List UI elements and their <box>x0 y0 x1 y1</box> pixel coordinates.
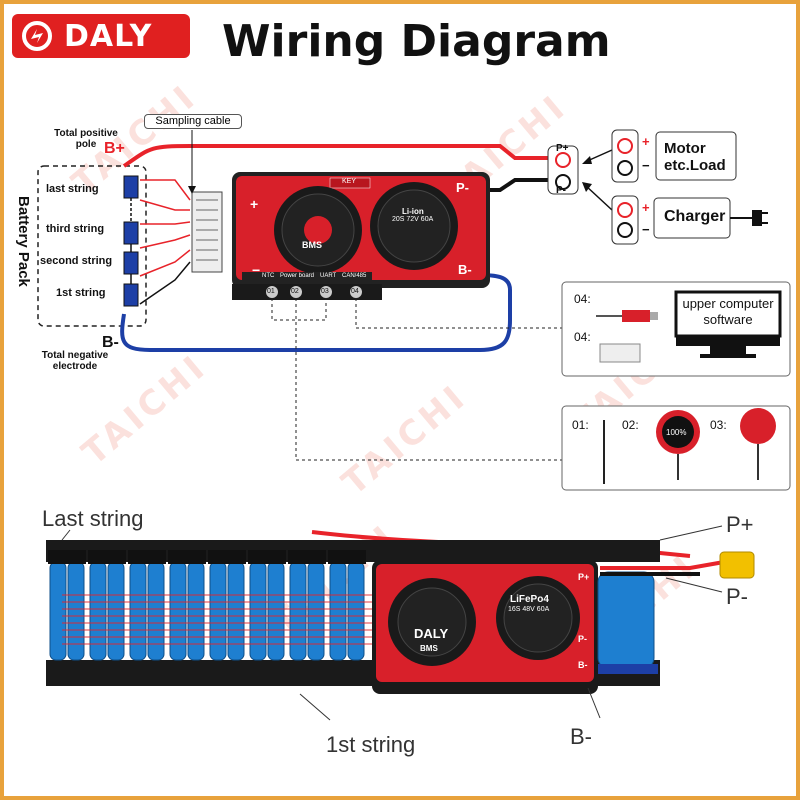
bms-p-minus-label: P- <box>456 180 469 195</box>
battery-cell <box>89 561 107 661</box>
charger-minus-label: − <box>642 222 650 237</box>
upper-computer-label: upper computer software <box>682 296 774 327</box>
cell-holder <box>48 550 86 564</box>
total-positive-label: Total positive pole <box>54 128 118 150</box>
cell-holder <box>168 550 206 564</box>
battery-pack-label: Battery Pack <box>15 196 32 287</box>
motor-plus-label: + <box>642 134 650 149</box>
b-plus-label: B+ <box>104 140 125 157</box>
port-number: 04 <box>351 288 359 295</box>
port-number: 02 <box>291 288 299 295</box>
bottom-bms-p-plus: P+ <box>578 572 590 582</box>
page-title: Wiring Diagram <box>222 16 611 67</box>
cell-holder <box>288 550 326 564</box>
bms-key-label: KEY <box>342 178 357 185</box>
battery-cell <box>129 561 147 661</box>
b-minus-label: B- <box>102 334 119 351</box>
daly-logo: DALY <box>12 14 190 58</box>
battery-cell <box>227 561 245 661</box>
display-readout: 100% <box>666 428 687 437</box>
battery-cell <box>49 561 67 661</box>
battery-cell <box>267 561 285 661</box>
sampling-wires <box>139 179 191 305</box>
first-string-label: 1st string <box>326 732 416 757</box>
bms-plus-label: + <box>250 196 259 212</box>
total-negative-label: Total negative electrode <box>41 350 109 372</box>
battery-cell <box>249 561 267 661</box>
battery-cells <box>123 175 139 307</box>
sampling-cable-label: Sampling cable <box>144 114 242 129</box>
port-number: 03 <box>321 288 329 295</box>
acc-label-03: 03: <box>710 418 727 432</box>
string-label: 1st string <box>56 287 106 299</box>
port-label-power: Power board <box>280 273 315 279</box>
acc-label-02: 02: <box>622 418 639 432</box>
bottom-bms-b-minus: B- <box>578 660 588 670</box>
battery-cell <box>329 561 347 661</box>
cell-holder <box>88 550 126 564</box>
cell-holder <box>208 550 246 564</box>
string-label: third string <box>46 223 105 235</box>
motor-load-label: Motor etc.Load <box>664 140 726 174</box>
battery-cell <box>67 561 85 661</box>
bottom-b-minus-label: B- <box>570 724 592 749</box>
bottom-bms-p-minus: P- <box>578 634 587 644</box>
cell-holder <box>328 550 366 564</box>
comm-label-04: 04: <box>574 330 591 344</box>
port-label-uart: UART <box>320 273 337 279</box>
bms-minus-label: − <box>252 262 261 278</box>
bottom-bms-spec-line: 16S 48V 60A <box>508 606 550 613</box>
battery-cell <box>107 561 125 661</box>
battery-cell <box>347 561 365 661</box>
battery-cell <box>289 561 307 661</box>
bottom-bms-brand: DALY <box>414 626 449 641</box>
bottom-p-plus-label: P+ <box>726 512 754 537</box>
cell-holder <box>248 550 286 564</box>
daly-logo-icon <box>22 21 52 51</box>
bms-b-minus-label: B- <box>458 262 472 277</box>
comm-label-04: 04: <box>574 292 591 306</box>
p-minus-label: P- <box>556 185 566 196</box>
cell-holder <box>128 550 166 564</box>
battery-cell <box>307 561 325 661</box>
bms-board-top <box>232 172 490 300</box>
port-label-can: CAN/485 <box>342 273 367 279</box>
bms-fan-label: BMS <box>302 240 322 250</box>
bms-spec-title: Li-ion <box>402 207 424 216</box>
bottom-battery-pack <box>46 530 755 694</box>
port-leads <box>271 298 562 461</box>
port-label-ntc: NTC <box>262 273 275 279</box>
bottom-bms-spec-title: LiFePo4 <box>510 594 549 605</box>
battery-pack-outline <box>37 165 147 327</box>
bms-spec-line: 20S 72V 60A <box>392 216 434 223</box>
string-label: second string <box>40 255 113 267</box>
battery-cell <box>209 561 227 661</box>
acc-label-01: 01: <box>572 418 589 432</box>
battery-cell <box>187 561 205 661</box>
negative-main-wire <box>120 273 512 352</box>
port-number: 01 <box>267 288 275 295</box>
battery-cell <box>147 561 165 661</box>
positive-main-wire <box>122 144 560 168</box>
charger-plus-label: + <box>642 200 650 215</box>
motor-minus-label: − <box>642 158 650 173</box>
battery-cell <box>169 561 187 661</box>
sampling-connector <box>191 191 223 273</box>
last-string-label: Last string <box>42 506 144 531</box>
bottom-p-minus-label: P- <box>726 584 748 609</box>
p-plus-label: P+ <box>556 143 569 154</box>
charger-label: Charger <box>664 208 726 225</box>
bottom-bms-fan-label: BMS <box>420 644 438 653</box>
logo-text: DALY <box>64 18 153 54</box>
string-label: last string <box>46 183 99 195</box>
